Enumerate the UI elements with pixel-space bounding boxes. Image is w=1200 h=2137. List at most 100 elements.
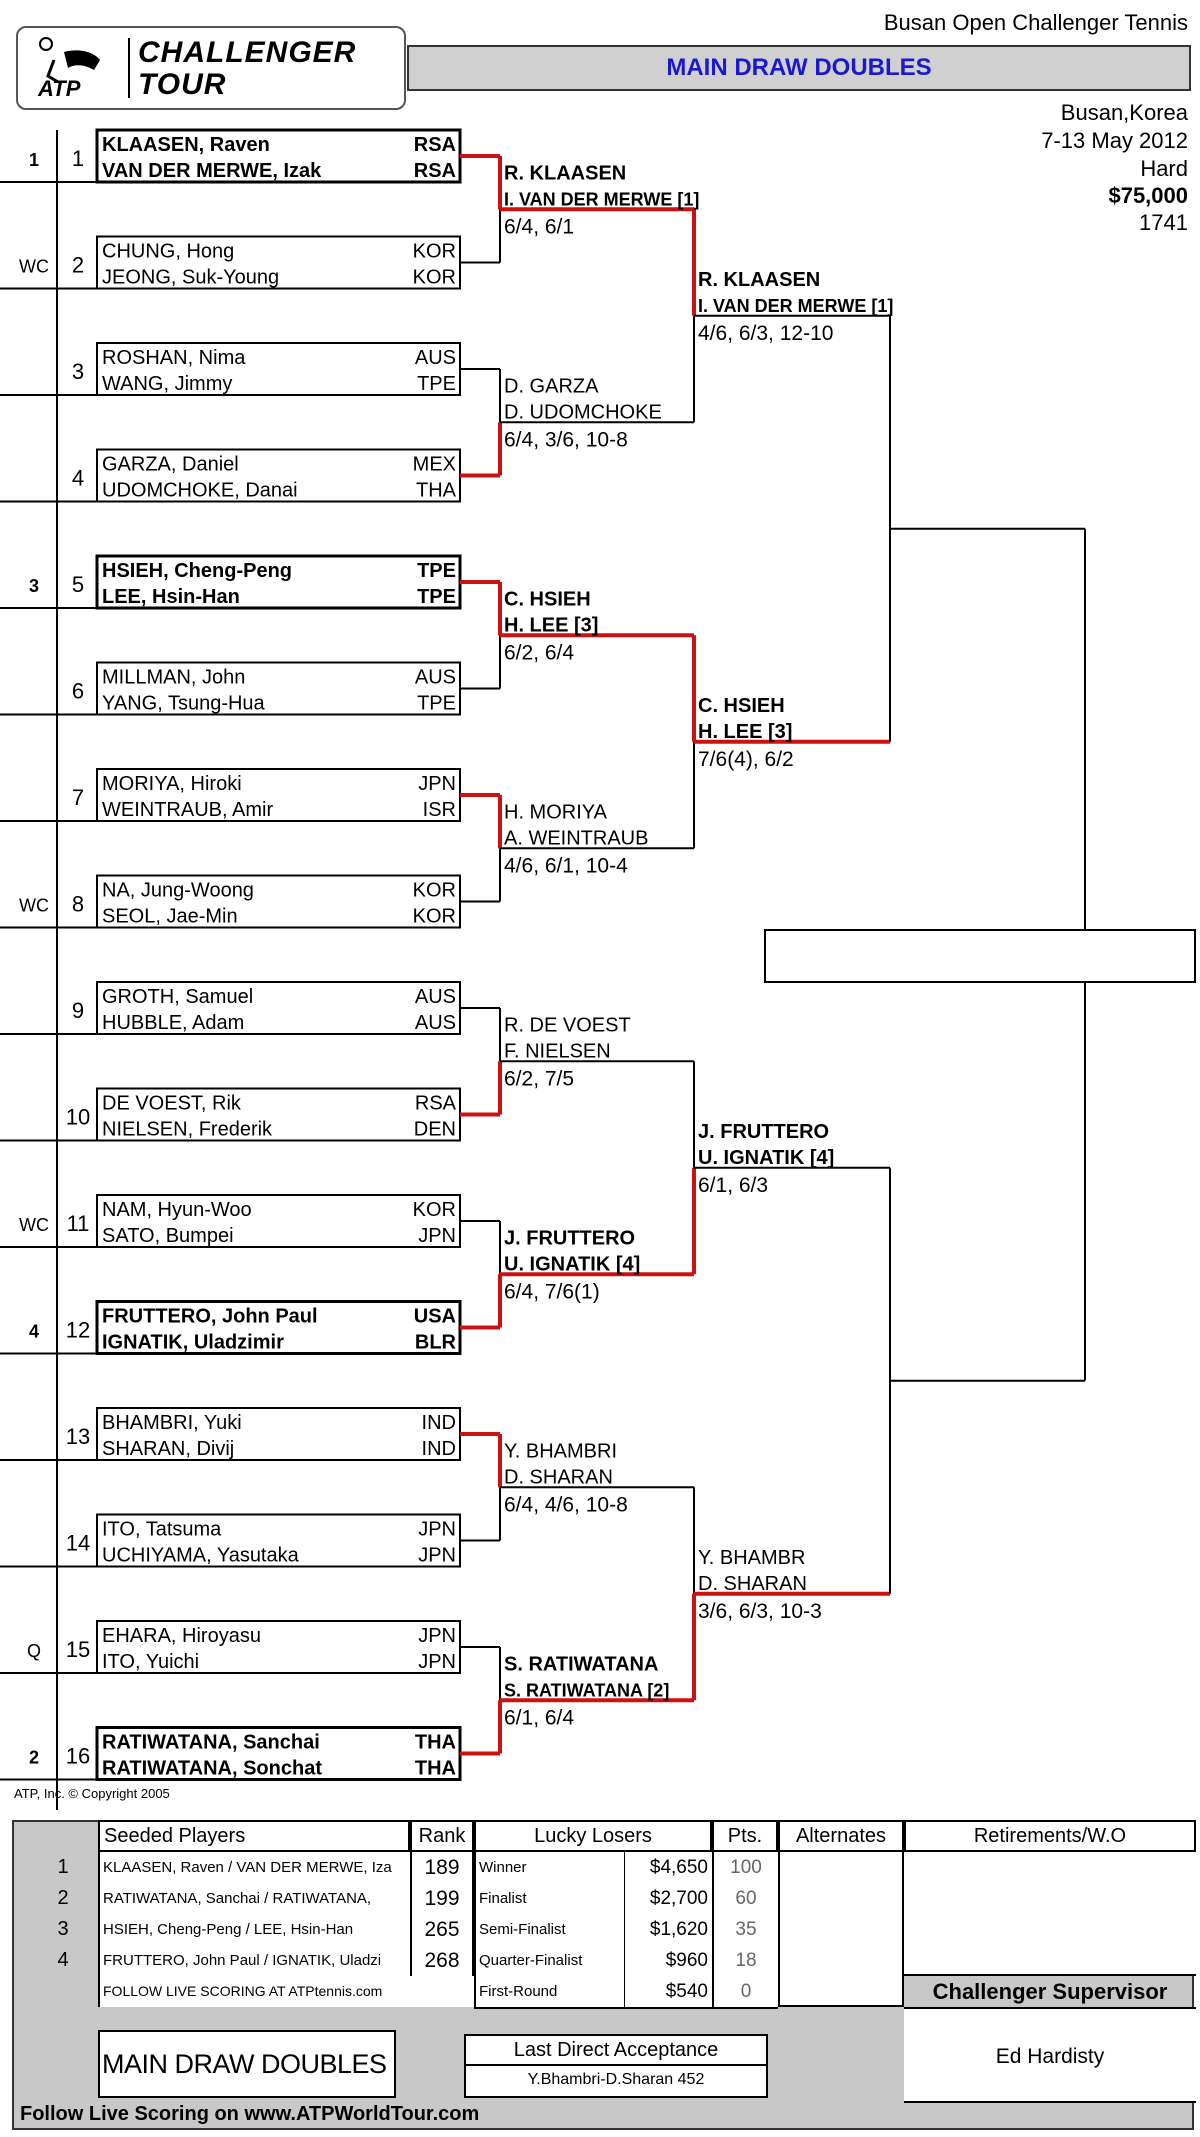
r2-team-line1: S. RATIWATANA <box>504 1653 658 1675</box>
player-country: KOR <box>413 241 456 263</box>
r2-team-line2: D. UDOMCHOKE <box>504 401 662 423</box>
seed-label: 1 <box>29 150 39 170</box>
draw-position: 16 <box>66 1744 90 1769</box>
seeded-team: KLAASEN, Raven / VAN DER MERWE, Iza <box>98 1852 410 1883</box>
prize-points: 35 <box>712 1914 778 1945</box>
prize-round: First-Round <box>474 1976 624 2007</box>
player-name: HUBBLE, Adam <box>102 1012 244 1034</box>
prize-round: Quarter-Finalist <box>474 1945 624 1976</box>
main-draw-title-box: MAIN DRAW DOUBLES <box>98 2030 396 2098</box>
draw-position: 13 <box>66 1424 90 1449</box>
r2-score: 6/4, 4/6, 10-8 <box>504 1493 628 1516</box>
player-country: KOR <box>413 267 456 289</box>
player-country: RSA <box>415 1093 457 1115</box>
seeded-team: HSIEH, Cheng-Peng / LEE, Hsin-Han <box>98 1914 410 1945</box>
champion-box <box>764 929 1196 983</box>
draw-position: 4 <box>72 466 84 491</box>
player-country: KOR <box>413 880 456 902</box>
prize-round: Semi-Finalist <box>474 1914 624 1945</box>
player-name: YANG, Tsung-Hua <box>102 693 266 715</box>
seed-label: WC <box>19 896 49 916</box>
r3-score: 7/6(4), 6/2 <box>698 748 794 771</box>
follow-live-scoring: Follow Live Scoring on www.ATPWorldTour.… <box>20 2103 480 2125</box>
player-name: VAN DER MERWE, Izak <box>102 160 322 182</box>
player-name: MILLMAN, John <box>102 667 245 689</box>
draw-position: 14 <box>66 1531 90 1556</box>
r2-score: 6/4, 6/1 <box>504 215 574 238</box>
player-name: SHARAN, Divij <box>102 1438 234 1460</box>
seed-label: 2 <box>29 1748 39 1768</box>
prize-money: $75,000 <box>1108 183 1188 208</box>
seed-number: 1 <box>57 1856 69 1878</box>
seed-label: 3 <box>29 576 39 596</box>
player-country: ISR <box>423 799 456 821</box>
draw-position: 8 <box>72 892 84 917</box>
r2-team-line1: H. MORIYA <box>504 801 608 823</box>
player-name: WEINTRAUB, Amir <box>102 799 273 821</box>
title-bar: MAIN DRAW DOUBLES <box>407 45 1191 91</box>
r3-team-line1: J. FRUTTERO <box>698 1121 829 1143</box>
follow-small: FOLLOW LIVE SCORING AT ATPtennis.com <box>98 1976 474 2007</box>
player-name: RATIWATANA, Sanchai <box>102 1732 320 1754</box>
r2-team-line1: J. FRUTTERO <box>504 1227 635 1249</box>
prize-round: Finalist <box>474 1883 624 1914</box>
player-name: GARZA, Daniel <box>102 454 239 476</box>
seed-number: 2 <box>57 1887 69 1909</box>
r2-team-line1: Y. BHAMBRI <box>504 1440 617 1462</box>
lda-label: Last Direct Acceptance <box>464 2034 768 2066</box>
player-country: AUS <box>415 667 456 689</box>
r2-score: 4/6, 6/1, 10-4 <box>504 854 628 877</box>
player-country: JPN <box>418 773 456 795</box>
seed-rank: 265 <box>410 1914 474 1945</box>
r2-score: 6/4, 7/6(1) <box>504 1280 600 1303</box>
player-name: RATIWATANA, Sonchat <box>102 1758 322 1780</box>
player-name: SATO, Bumpei <box>102 1225 234 1247</box>
player-name: KLAASEN, Raven <box>102 134 270 156</box>
player-name: JEONG, Suk-Young <box>102 267 279 289</box>
player-name: MORIYA, Hiroki <box>102 773 242 795</box>
player-country: TPE <box>417 586 456 608</box>
draw-position: 2 <box>72 253 84 278</box>
player-country: JPN <box>418 1225 456 1247</box>
draw-position: 3 <box>72 359 84 384</box>
player-name: IGNATIK, Uladzimir <box>102 1332 284 1354</box>
seed-rank: 189 <box>410 1852 474 1883</box>
tennis-player-icon <box>39 37 100 84</box>
player-country: JPN <box>418 1519 456 1541</box>
player-country: IND <box>422 1438 456 1460</box>
player-name: LEE, Hsin-Han <box>102 586 240 608</box>
player-country: TPE <box>417 693 456 715</box>
player-name: NAM, Hyun-Woo <box>102 1199 252 1221</box>
r3-team-line1: C. HSIEH <box>698 695 785 717</box>
player-country: THA <box>415 1758 456 1780</box>
player-name: FRUTTERO, John Paul <box>102 1306 318 1328</box>
seeded-team: RATIWATANA, Sanchai / RATIWATANA, <box>98 1883 410 1914</box>
player-country: JPN <box>418 1651 456 1673</box>
draw-position: 1 <box>72 146 84 171</box>
draw-position: 11 <box>67 1211 90 1236</box>
player-name: HSIEH, Cheng-Peng <box>102 560 292 582</box>
player-country: RSA <box>414 160 456 182</box>
r3-team-line2: U. IGNATIK [4] <box>698 1147 834 1169</box>
player-name: CHUNG, Hong <box>102 241 234 263</box>
r2-score: 6/4, 3/6, 10-8 <box>504 428 628 451</box>
prize-money: $2,700 <box>624 1883 712 1914</box>
seed-rank: 199 <box>410 1883 474 1914</box>
prize-money: $1,620 <box>624 1914 712 1945</box>
r2-team-line2: A. WEINTRAUB <box>504 827 648 849</box>
prize-table-bottom <box>474 2007 778 2009</box>
r2-team-line2: H. LEE [3] <box>504 614 598 636</box>
player-country: MEX <box>413 454 456 476</box>
player-name: BHAMBRI, Yuki <box>102 1412 242 1434</box>
r2-team-line1: R. KLAASEN <box>504 162 626 184</box>
logo-brand: ATP <box>38 76 81 101</box>
draw-title: MAIN DRAW DOUBLES <box>666 54 932 81</box>
player-country: USA <box>414 1306 456 1328</box>
player-country: AUS <box>415 986 456 1008</box>
lucky-losers-header: Lucky Losers <box>474 1820 712 1852</box>
prize-money: $960 <box>624 1945 712 1976</box>
player-name: EHARA, Hiroyasu <box>102 1625 261 1647</box>
r3-team-line2: D. SHARAN <box>698 1573 807 1595</box>
